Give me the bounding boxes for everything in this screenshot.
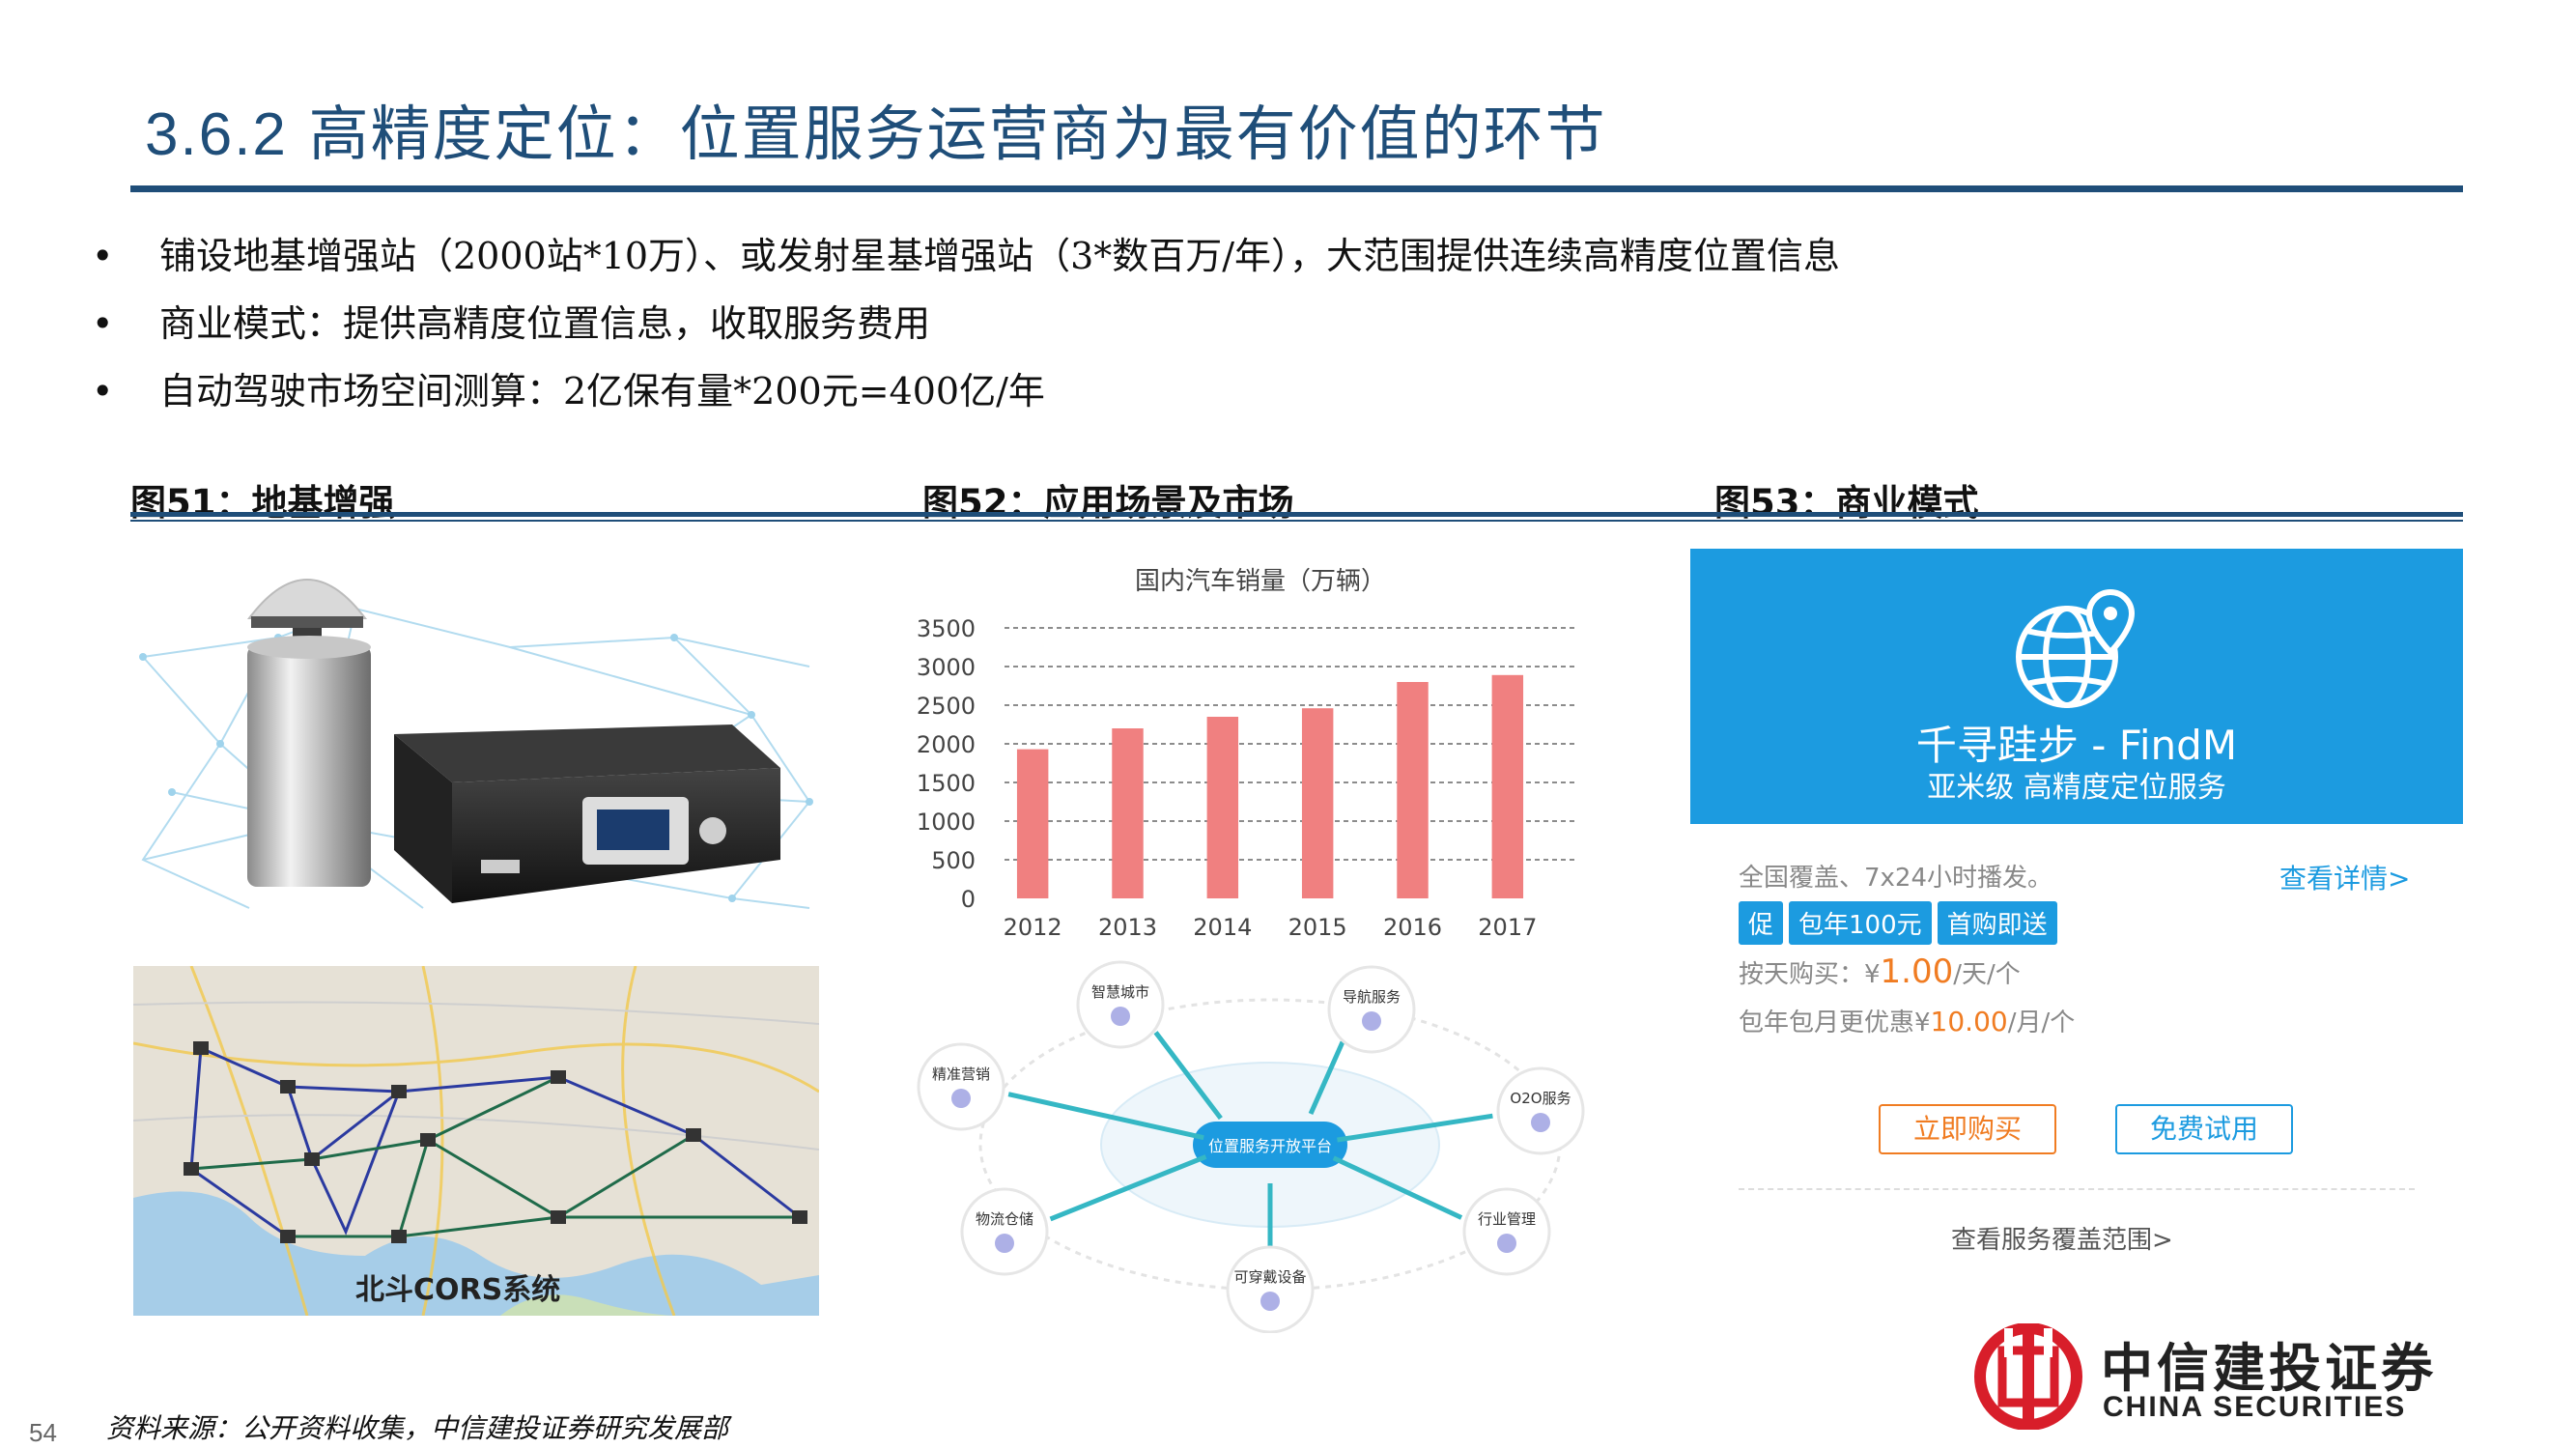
china-securities-logo: 中信建投证券 CHINA SECURITIES xyxy=(1966,1323,2506,1430)
page-number: 54 xyxy=(29,1418,57,1447)
node-label: 物流仓储 xyxy=(976,1210,1033,1228)
y-tick-label: 2500 xyxy=(917,693,976,720)
logo-name-en: CHINA SECURITIES xyxy=(2103,1391,2407,1423)
free-trial-button[interactable]: 免费试用 xyxy=(2115,1104,2293,1154)
bar xyxy=(1491,674,1524,898)
connector-arrow xyxy=(1049,1154,1207,1222)
y-tick-label: 2000 xyxy=(917,731,976,758)
node-circle xyxy=(1076,960,1165,1049)
node-icon xyxy=(951,1089,971,1108)
y-tick-label: 3000 xyxy=(917,654,976,681)
x-tick-label: 2015 xyxy=(1288,914,1347,937)
findm-brand: 千寻跬步 - FindM xyxy=(1915,722,2238,769)
bar xyxy=(1112,728,1144,898)
base-station-device-image xyxy=(133,551,819,918)
bullet-item: •自动驾驶市场空间测算：2亿保有量*200元=400亿/年 xyxy=(92,370,1045,412)
findm-banner: 千寻跬步 - FindM 亚米级 高精度定位服务 xyxy=(1690,549,2463,824)
figure-52-title: 图52：应用场景及市场 xyxy=(922,482,1294,524)
x-tick-label: 2012 xyxy=(1004,914,1062,937)
x-tick-label: 2014 xyxy=(1193,914,1252,937)
node-circle xyxy=(1496,1066,1585,1155)
node-label: 行业管理 xyxy=(1478,1210,1536,1228)
car-sales-chart: 国内汽车销量（万辆） 0 500 1000 1500 2000 2500 3000 3500 20… xyxy=(879,551,1603,941)
x-tick-label: 2017 xyxy=(1478,914,1537,937)
bar xyxy=(1016,749,1049,898)
findm-subtitle: 亚米级 高精度定位服务 xyxy=(1927,771,2226,805)
bullet-item: •商业模式：提供高精度位置信息，收取服务费用 xyxy=(92,302,931,345)
bar xyxy=(1206,717,1239,898)
y-tick-label: 0 xyxy=(961,886,976,913)
figure-51-title: 图51：地基增强 xyxy=(130,482,395,524)
node-circle xyxy=(917,1042,1005,1131)
section-title: 高精度定位：位置服务运营商为最有价值的环节 xyxy=(308,99,1607,169)
node-icon xyxy=(995,1234,1014,1253)
bar xyxy=(1397,682,1429,898)
globe-pin-icon xyxy=(2016,588,2136,708)
promo-tags: 促包年100元首购即送 xyxy=(1739,901,2063,945)
center-node-label: 位置服务开放平台 xyxy=(1208,1137,1332,1155)
node-circle xyxy=(960,1187,1049,1276)
connector-arrow xyxy=(1153,1031,1223,1121)
connector-arrow xyxy=(1308,1040,1345,1116)
chart-title: 国内汽车销量（万辆） xyxy=(1135,567,1386,596)
node-icon xyxy=(1497,1234,1516,1253)
promo-tag: 首购即送 xyxy=(1937,901,2057,945)
map-illustration xyxy=(133,966,819,1316)
x-tick-label: 2016 xyxy=(1383,914,1442,937)
node-label: 智慧城市 xyxy=(1091,983,1149,1001)
figure-divider xyxy=(130,512,2463,517)
connector-arrow xyxy=(1332,1155,1463,1220)
node-label: 精准营销 xyxy=(932,1065,990,1083)
application-ecosystem-diagram: 位置服务开放平台 智慧城市 导航服务 O2O服务行业管理可穿戴设备 物流仓储 精准营销 xyxy=(898,956,1603,1334)
y-tick-label: 1500 xyxy=(917,770,976,797)
node-icon xyxy=(1362,1011,1381,1031)
node-icon xyxy=(1260,1292,1280,1311)
node-icon xyxy=(1111,1007,1130,1026)
node-label: 导航服务 xyxy=(1343,988,1401,1006)
node-circle xyxy=(1462,1187,1551,1276)
title-divider xyxy=(130,185,2463,192)
connector-arrow xyxy=(1337,1113,1493,1143)
bullet-list: •铺设地基增强站（2000站*10万）、或发射星基增强站（3*数百万/年），大范… xyxy=(92,232,1840,435)
bullet-item: •铺设地基增强站（2000站*10万）、或发射星基增强站（3*数百万/年），大范… xyxy=(92,235,1841,277)
source-note: 资料来源：公开资料收集，中信建投证券研究发展部 xyxy=(106,1412,729,1444)
node-circle xyxy=(1226,1245,1315,1334)
node-icon xyxy=(1531,1113,1550,1132)
bar xyxy=(1301,708,1334,898)
y-tick-label: 1000 xyxy=(917,809,976,836)
node-circle xyxy=(1327,965,1416,1054)
panel-divider xyxy=(1739,1188,2415,1190)
cors-network-map: 北斗CORS系统 xyxy=(133,966,819,1316)
daily-price: 1.00 xyxy=(1880,952,1954,991)
promo-tag: 包年100元 xyxy=(1789,901,1932,945)
view-details-link[interactable]: 查看详情> xyxy=(2279,863,2411,895)
y-tick-label: 3500 xyxy=(917,615,976,642)
monthly-price: 10.00 xyxy=(1930,1006,2008,1037)
figure-divider-thin xyxy=(130,520,2463,522)
promo-tag: 促 xyxy=(1739,901,1784,945)
x-tick-label: 2013 xyxy=(1098,914,1157,937)
coverage-text: 全国覆盖、7x24小时播发。 xyxy=(1739,864,2053,893)
daily-price-row: 按天购买：¥1.00/天/个 xyxy=(1739,952,2021,991)
logo-name-cn: 中信建投证券 xyxy=(2101,1338,2437,1399)
page-title: 3.6.2 高精度定位：位置服务运营商为最有价值的环节 xyxy=(145,85,1607,172)
coverage-area-link[interactable]: 查看服务覆盖范围> xyxy=(1951,1226,2173,1255)
buy-now-button[interactable]: 立即购买 xyxy=(1879,1104,2056,1154)
node-label: O2O服务 xyxy=(1510,1090,1571,1107)
center-node xyxy=(1193,1122,1347,1168)
y-tick-label: 500 xyxy=(931,847,976,874)
citic-logo-icon xyxy=(1974,1323,2082,1430)
connector-arrow xyxy=(1007,1092,1204,1141)
node-label: 可穿戴设备 xyxy=(1233,1268,1306,1286)
figure-53-title: 图53：商业模式 xyxy=(1714,482,1979,524)
findm-service-panel: 千寻跬步 - FindM 亚米级 高精度定位服务 全国覆盖、7x24小时播发。 … xyxy=(1690,549,2463,1317)
section-number: 3.6.2 xyxy=(145,101,288,168)
monthly-price-row: 包年包月更优惠¥10.00/月/个 xyxy=(1739,1006,2076,1037)
gnss-device-illustration xyxy=(139,579,813,909)
map-caption: 北斗CORS系统 xyxy=(355,1273,561,1307)
chart-svg: 国内汽车销量（万辆） 0 500 1000 1500 2000 2500 3000 3500 20… xyxy=(917,567,1574,941)
